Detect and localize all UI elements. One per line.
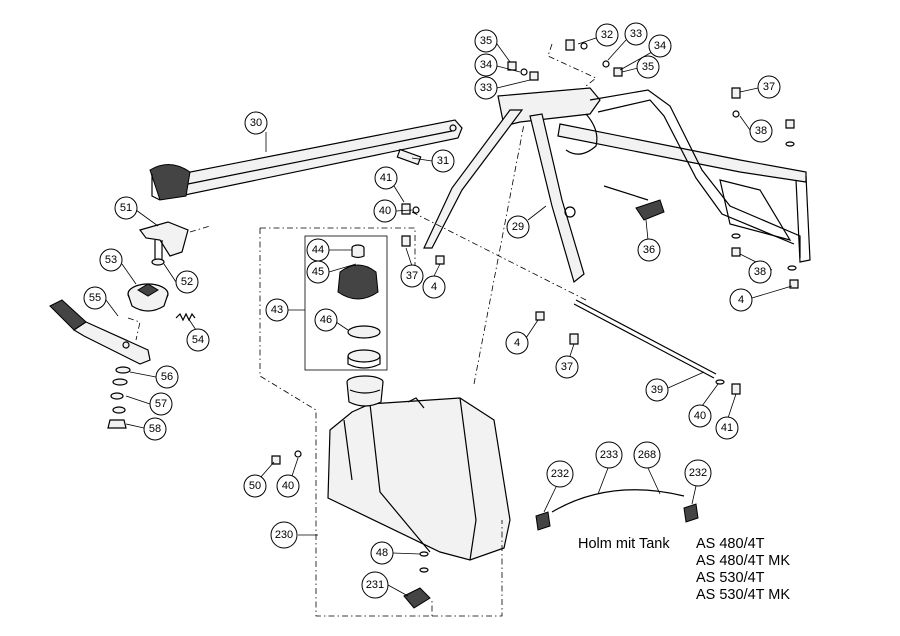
callout-58: 58 [149,423,161,435]
callout-35: 35 [480,35,492,47]
callout-231: 231 [366,579,384,591]
model-label: AS 480/4T MK [696,553,791,569]
callout-52: 52 [181,276,193,288]
drain-tap-part [403,567,431,609]
callout-38: 38 [755,125,767,137]
washer-stack-part [107,366,131,429]
callout-48: 48 [376,547,388,559]
callout-38b: 38 [754,266,766,278]
callout-36: 36 [643,244,655,256]
callout-4: 4 [431,281,437,293]
pin-part [396,148,422,166]
model-label: AS 480/4T [696,536,765,552]
callout-51: 51 [120,202,132,214]
callout-54: 54 [192,334,204,346]
callout-41b: 41 [721,422,733,434]
caption-title: Holm mit Tank [578,536,670,552]
callout-30: 30 [250,117,262,129]
caption-models: AS 480/4T AS 480/4T MK AS 530/4T AS 530/… [696,536,790,604]
callout-4c: 4 [514,337,520,349]
hose-part [535,489,699,531]
callout-31: 31 [437,155,449,167]
callout-268: 268 [638,449,656,461]
callouts: 30 31 51 52 53 54 55 56 57 58 41 40 [83,22,793,599]
callout-4b: 4 [738,294,744,306]
callout-50: 50 [249,480,261,492]
assembly-lines [127,43,597,617]
callout-34b: 34 [654,40,666,52]
tank-cap-part [337,244,381,369]
callout-40b: 40 [694,410,706,422]
callout-39: 39 [651,384,663,396]
callout-35b: 35 [642,61,654,73]
callout-230: 230 [275,529,293,541]
callout-44: 44 [312,244,324,256]
callout-233: 233 [600,449,618,461]
callout-37: 37 [406,270,418,282]
frame-part [423,87,811,284]
pedal-part [49,299,151,365]
lever-part [603,185,665,221]
bracket-part [138,221,189,266]
callout-41: 41 [380,172,392,184]
callout-37b: 37 [763,81,775,93]
model-label: AS 530/4T MK [696,587,791,603]
callout-45: 45 [312,266,324,278]
model-label: AS 530/4T [696,570,765,586]
callout-46: 46 [320,314,332,326]
callout-56: 56 [161,371,173,383]
callout-232: 232 [551,468,569,480]
tank-part [327,375,511,561]
callout-55: 55 [89,292,101,304]
callout-57: 57 [155,398,167,410]
callout-232b: 232 [689,467,707,479]
callout-40: 40 [379,205,391,217]
callout-32: 32 [601,29,613,41]
rod-part [573,299,717,379]
handle-bar-part [149,119,463,201]
spring-part [175,312,196,322]
callout-40c: 40 [282,480,294,492]
knob-part [127,283,169,312]
callout-53: 53 [105,254,117,266]
callout-33b: 33 [630,28,642,40]
callout-29: 29 [512,221,524,233]
callout-37c: 37 [561,361,573,373]
callout-43: 43 [271,304,283,316]
callout-34: 34 [480,59,492,71]
callout-33: 33 [480,82,492,94]
